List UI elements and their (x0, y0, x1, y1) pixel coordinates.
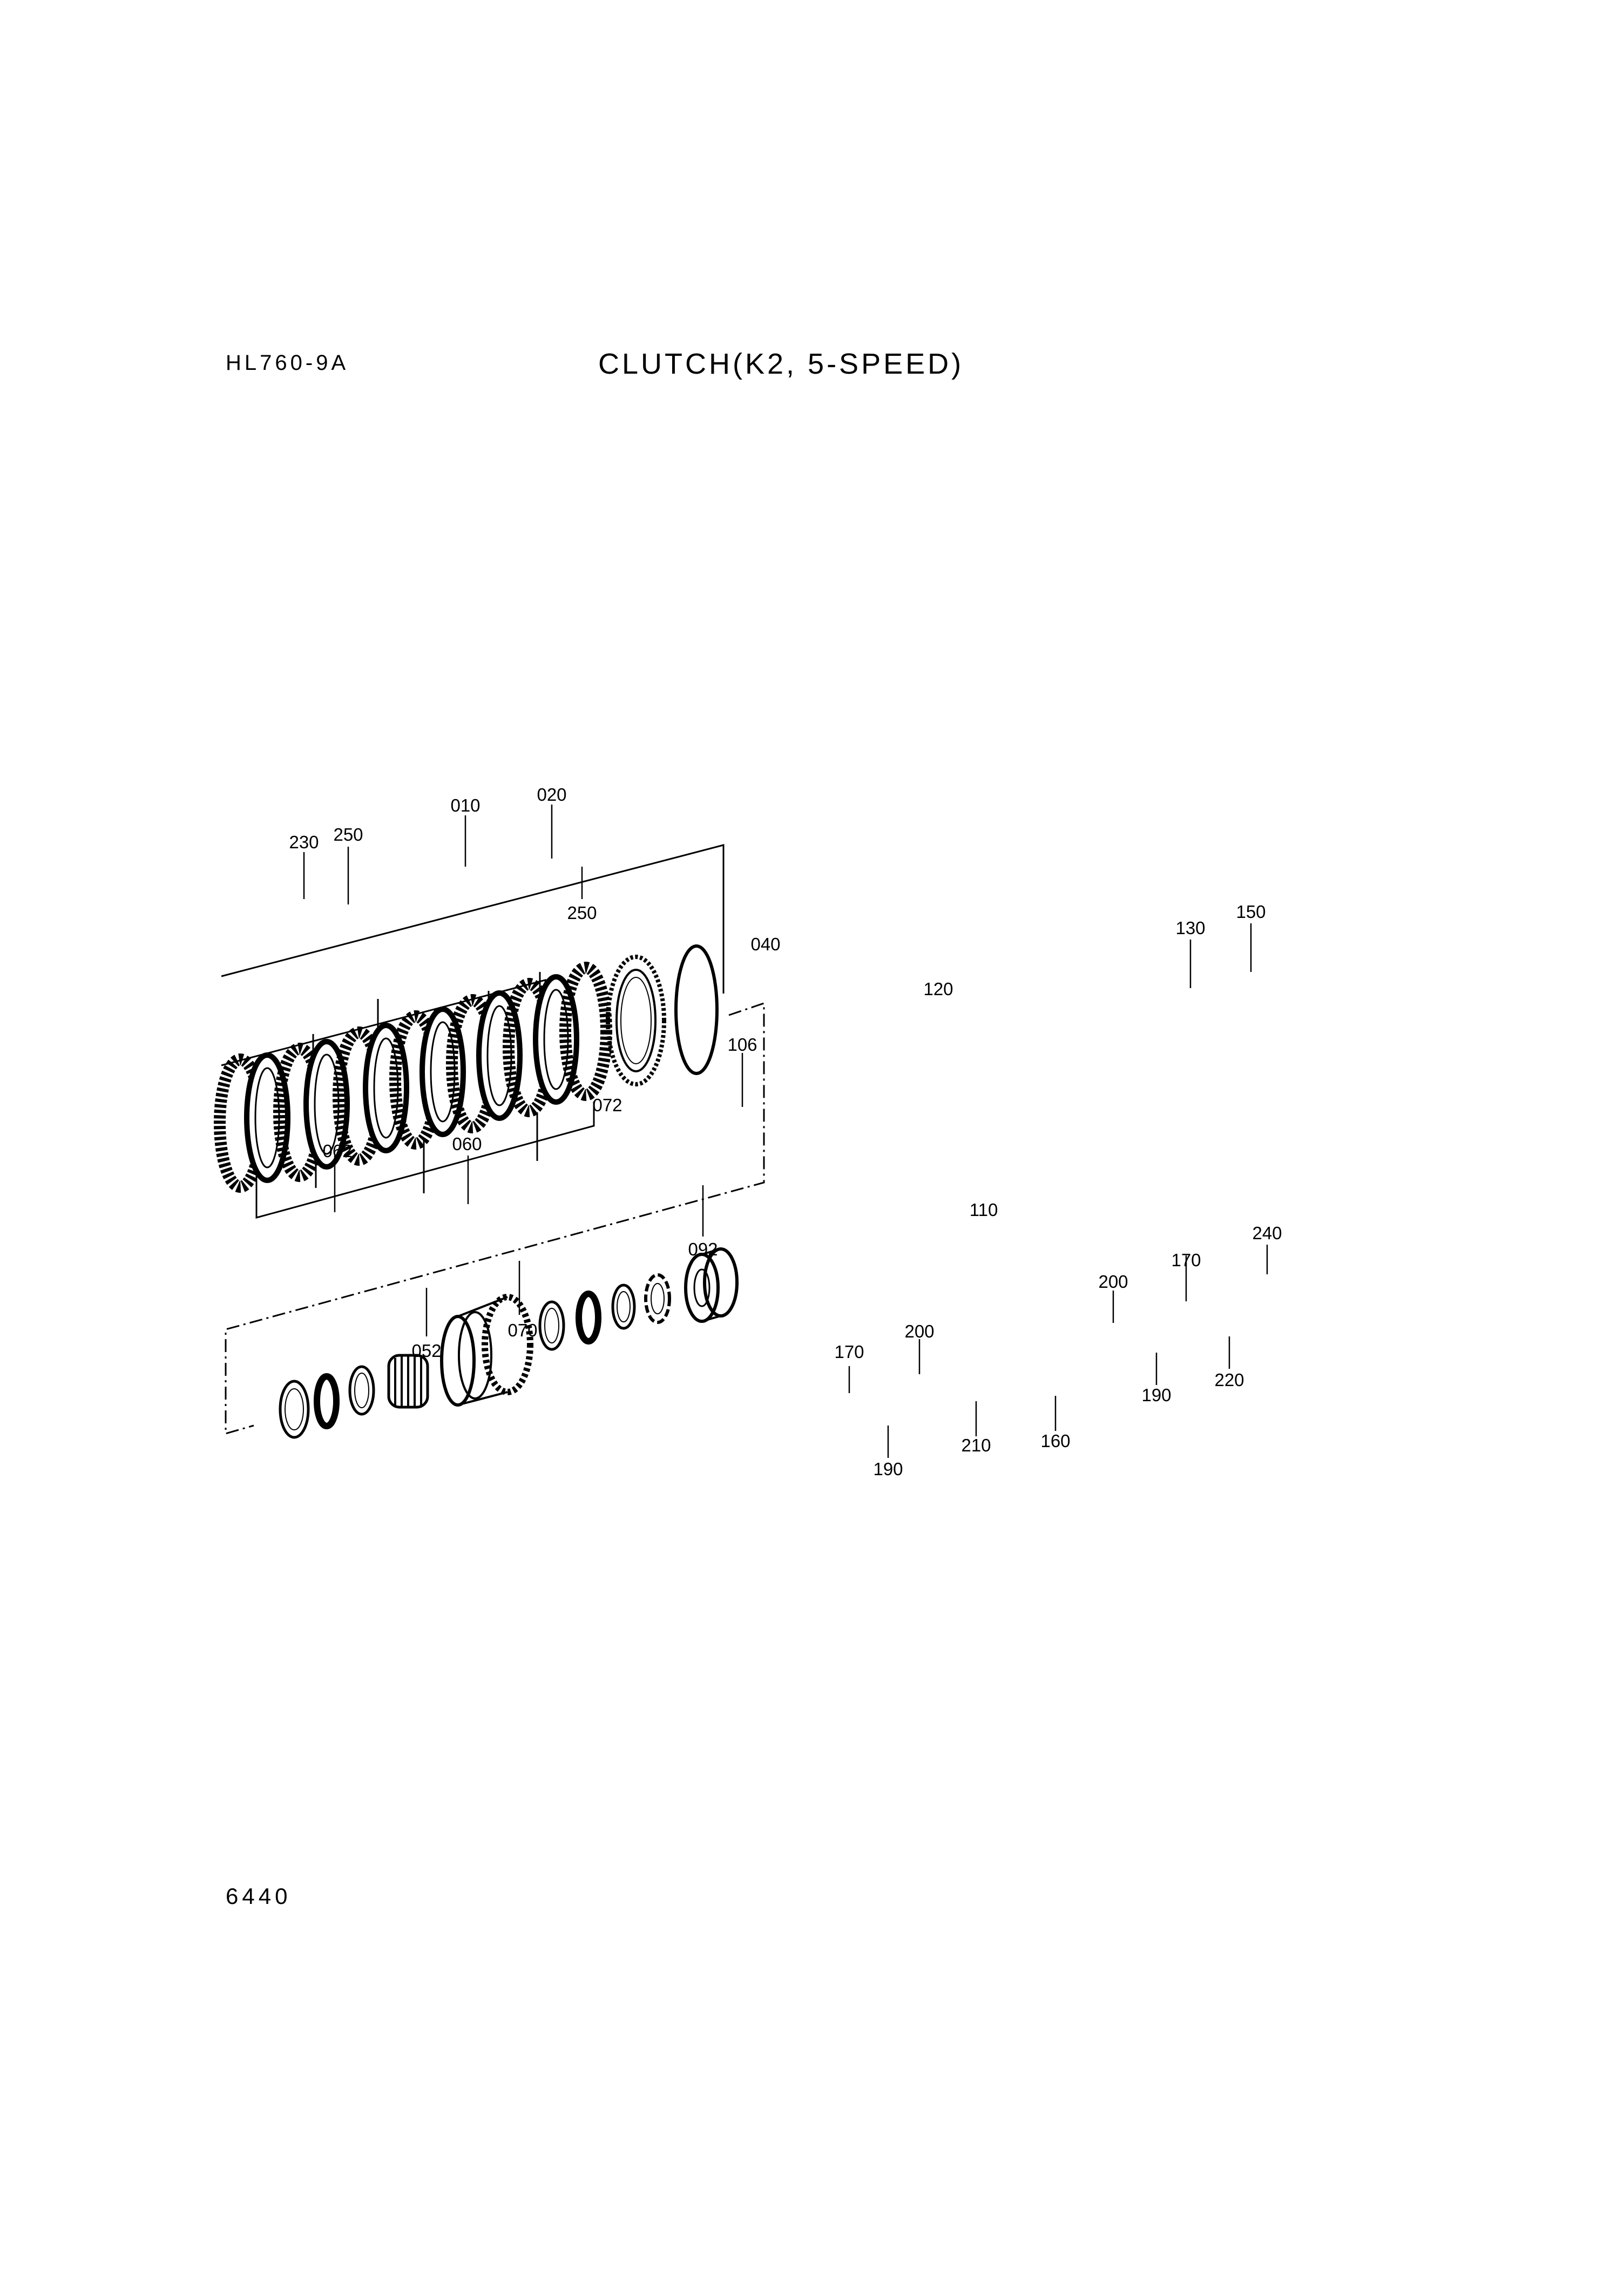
clutch-disc-stack (214, 944, 719, 1193)
callout-106: 106 (727, 1035, 757, 1055)
callout-160: 160 (1040, 1431, 1070, 1451)
callout-170: 170 (1171, 1250, 1201, 1270)
needle-bearing (387, 1354, 429, 1409)
callout-150: 150 (1236, 902, 1266, 922)
callout-110: 110 (970, 1200, 998, 1220)
snap-ring (576, 1291, 601, 1345)
washer (279, 1380, 310, 1439)
callout-120: 120 (923, 979, 953, 999)
callout-052: 052 (411, 1341, 441, 1361)
ball-bearing (684, 1247, 739, 1323)
callout-060: 060 (452, 1134, 482, 1154)
callout-250: 250 (567, 903, 597, 923)
callout-070: 070 (508, 1320, 537, 1340)
callout-072: 072 (592, 1095, 622, 1115)
callout-130: 130 (1175, 918, 1205, 938)
end-plate (606, 955, 666, 1086)
callout-062: 062 (322, 1141, 352, 1161)
lock-nut (644, 1273, 671, 1324)
callout-250: 250 (333, 825, 363, 845)
leader-lines (303, 805, 1268, 1458)
callout-210: 210 (961, 1435, 991, 1455)
snap-ring (674, 944, 719, 1075)
callout-020: 020 (537, 785, 566, 805)
callout-200: 200 (1098, 1272, 1128, 1292)
callout-010: 010 (450, 795, 480, 815)
clutch-pack-bracket (221, 844, 725, 1066)
washer (348, 1365, 375, 1416)
page-title: CLUTCH(K2, 5-SPEED) (598, 348, 964, 380)
page-number: 6440 (226, 1883, 292, 1909)
assembly-outline-dashed (225, 1002, 765, 1435)
callout-092: 092 (688, 1239, 718, 1259)
snap-ring (314, 1373, 340, 1429)
callout-040: 040 (750, 934, 780, 954)
model-number: HL760-9A (226, 351, 349, 375)
callout-220: 220 (1214, 1370, 1244, 1390)
callout-labels: 010 020 230 250 250 040 106 072 060 062 … (289, 785, 1282, 1479)
washer (538, 1300, 565, 1351)
callout-200: 200 (904, 1321, 934, 1341)
callout-170: 170 (834, 1342, 864, 1362)
shaft-components (279, 1247, 739, 1439)
washer (611, 1284, 636, 1330)
callout-190: 190 (1141, 1385, 1171, 1405)
callout-240: 240 (1252, 1223, 1282, 1243)
callout-230: 230 (289, 832, 319, 852)
friction-disc (559, 962, 612, 1101)
gear (440, 1294, 533, 1407)
callout-190: 190 (873, 1459, 903, 1479)
